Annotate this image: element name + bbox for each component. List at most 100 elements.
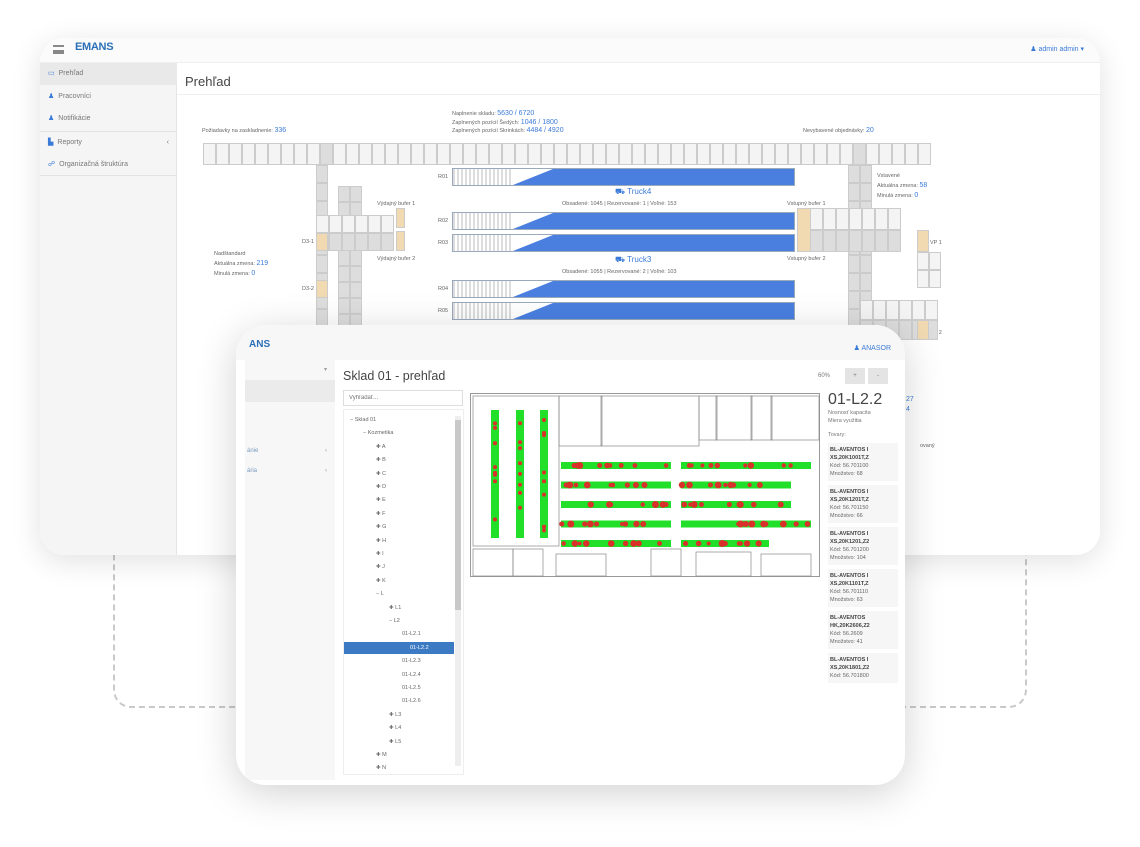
expand-icon[interactable]: ✚: [376, 443, 381, 450]
occupied-mark: [607, 501, 614, 508]
tree-node[interactable]: ✚ G: [376, 521, 386, 533]
collapse-icon[interactable]: −: [363, 430, 367, 437]
sidebar-collapse[interactable]: ▾: [245, 366, 335, 376]
sidebar-item-active[interactable]: [245, 380, 335, 402]
expand-icon[interactable]: ✚: [376, 524, 381, 531]
occupied-mark: [700, 463, 705, 468]
expand-icon[interactable]: ✚: [389, 738, 394, 745]
expand-icon[interactable]: ✚: [376, 510, 381, 517]
occupied-mark: [640, 521, 647, 527]
tree-node[interactable]: − L: [376, 588, 384, 600]
tree-node[interactable]: 01-L2.6: [402, 695, 421, 707]
zoom-in-button[interactable]: +: [845, 368, 865, 384]
rack-row-bar[interactable]: [452, 234, 795, 252]
tree-node[interactable]: − Sklad 01: [350, 414, 376, 426]
rack-row-bar[interactable]: [452, 168, 795, 186]
tree-node[interactable]: ✚ L3: [389, 709, 401, 721]
storage-cell: [355, 215, 368, 233]
storage-cell: [658, 143, 671, 165]
scrollbar[interactable]: [455, 416, 461, 766]
tree-node[interactable]: 01-L2.2: [344, 641, 454, 654]
sidebar-item-reports[interactable]: ▙Reporty‹: [40, 131, 177, 153]
sidebar-item-overview[interactable]: ▭Prehľad: [40, 63, 177, 85]
storage-cell: [886, 300, 899, 320]
chart-icon: ▙: [48, 139, 54, 146]
tree-node[interactable]: ✚ E: [376, 494, 386, 506]
expand-icon[interactable]: ✚: [376, 765, 381, 772]
tree-node[interactable]: ✚ J: [376, 561, 385, 573]
tree-node[interactable]: − Kozmetika: [363, 427, 393, 439]
occupied-mark: [793, 521, 799, 527]
search-input[interactable]: [343, 390, 463, 406]
occupied-mark: [747, 462, 755, 469]
expand-icon[interactable]: ✚: [389, 725, 394, 732]
sidebar-item-org[interactable]: ☍Organizačná štruktúra: [40, 154, 177, 176]
expand-icon[interactable]: ✚: [376, 470, 381, 477]
rack-row-bar[interactable]: [452, 280, 795, 298]
expand-icon[interactable]: ✚: [376, 551, 381, 557]
utilization-label: Miera využitia: [828, 418, 862, 424]
rack-row-bar[interactable]: [452, 212, 795, 230]
expand-icon[interactable]: ✚: [376, 457, 381, 464]
truck4-link[interactable]: ⛟ Truck4: [615, 187, 652, 196]
tree-node[interactable]: ✚ A: [376, 441, 386, 453]
sidebar-item-2[interactable]: ária‹: [247, 468, 327, 474]
storage-cell: [528, 143, 541, 165]
collapse-icon[interactable]: −: [389, 618, 393, 624]
expand-icon[interactable]: ✚: [376, 577, 381, 584]
tree-node[interactable]: 01-L2.4: [402, 669, 421, 681]
collapse-icon[interactable]: −: [350, 417, 354, 423]
warehouse-heatmap[interactable]: [470, 393, 820, 577]
tree-node[interactable]: ✚ I: [376, 548, 384, 560]
tree-node[interactable]: − L2: [389, 615, 400, 627]
user-menu[interactable]: ♟ ANASOR: [853, 345, 891, 352]
tree-node[interactable]: ✚ K: [376, 575, 386, 587]
menu-icon[interactable]: [53, 45, 64, 54]
tree-node[interactable]: ✚ F: [376, 508, 386, 520]
truck3-link[interactable]: ⛟ Truck3: [615, 255, 652, 264]
sidebar-item-workers[interactable]: ♟Pracovníci: [40, 86, 177, 108]
expand-icon[interactable]: ✚: [376, 752, 381, 758]
tree-node[interactable]: ✚ M: [376, 749, 387, 761]
tree-node[interactable]: ✚ N: [376, 762, 386, 774]
storage-cell: [255, 143, 268, 165]
wall: [600, 395, 603, 447]
expand-icon[interactable]: ✚: [389, 604, 394, 611]
storage-cell: [848, 183, 860, 201]
rack-horizontal: [561, 540, 671, 547]
storage-cell: [541, 143, 554, 165]
rack-row-bar[interactable]: [452, 302, 795, 320]
tree-node[interactable]: ✚ C: [376, 468, 386, 480]
tree-node[interactable]: ✚ L1: [389, 602, 401, 614]
user-menu[interactable]: ♟ admin admin ▾: [1030, 46, 1084, 53]
expand-icon[interactable]: ✚: [376, 564, 381, 571]
tree-node-label: 01-L2.1: [402, 631, 421, 638]
expand-icon[interactable]: ✚: [389, 711, 394, 718]
sidebar-item-notifications[interactable]: ♟Notifikácie: [40, 108, 177, 130]
tree-node[interactable]: ✚ L5: [389, 736, 401, 748]
zoom-out-button[interactable]: -: [868, 368, 888, 384]
tree-node[interactable]: ✚ D: [376, 481, 386, 493]
sidebar-item-1[interactable]: ánie‹: [247, 448, 327, 454]
expand-icon[interactable]: ✚: [376, 484, 381, 490]
tree-node[interactable]: 01-L2.1: [402, 628, 421, 640]
storage-cell: [848, 273, 860, 291]
collapse-icon[interactable]: −: [376, 591, 380, 598]
tree-node[interactable]: 01-L2.5: [402, 682, 421, 694]
expand-icon[interactable]: ✚: [376, 497, 381, 504]
occupied-mark: [493, 421, 497, 426]
occupied-mark: [518, 490, 522, 495]
tree-node[interactable]: ✚ L4: [389, 722, 401, 734]
page-title: Sklad 01 - prehľad: [343, 369, 446, 383]
tree-node[interactable]: ✚ H: [376, 535, 386, 547]
storage-cell: [450, 143, 463, 165]
tree-node[interactable]: ✚ B: [376, 454, 386, 466]
expand-icon[interactable]: ✚: [376, 537, 381, 544]
tree-node[interactable]: 01-L2.3: [402, 655, 421, 667]
